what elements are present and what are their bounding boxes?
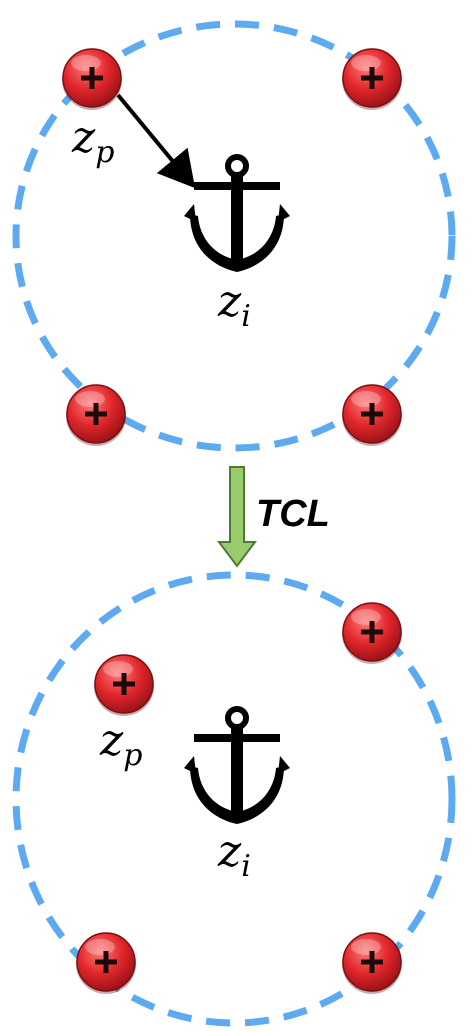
- down-arrow-icon: [217, 466, 257, 568]
- plus-icon: [61, 48, 123, 110]
- plus-icon: [341, 932, 403, 994]
- anchor-icon: [184, 157, 290, 272]
- anchor-icon: [184, 709, 290, 824]
- plus-icon: [65, 384, 127, 446]
- anchor-label: zi: [217, 826, 251, 884]
- plus-icon: [341, 384, 403, 446]
- positive-label: zp: [71, 112, 114, 170]
- positive-label: zp: [99, 715, 142, 773]
- plus-icon: [341, 602, 403, 664]
- bottom-cluster-ring: [12, 571, 456, 1027]
- plus-icon: [93, 654, 155, 716]
- anchor-label: zi: [217, 276, 251, 334]
- top-positive-pull-arrow: [116, 93, 196, 189]
- transition-label: TCL: [256, 493, 330, 535]
- plus-icon: [341, 48, 403, 110]
- top-cluster-ring: [12, 20, 456, 452]
- plus-icon: [75, 932, 137, 994]
